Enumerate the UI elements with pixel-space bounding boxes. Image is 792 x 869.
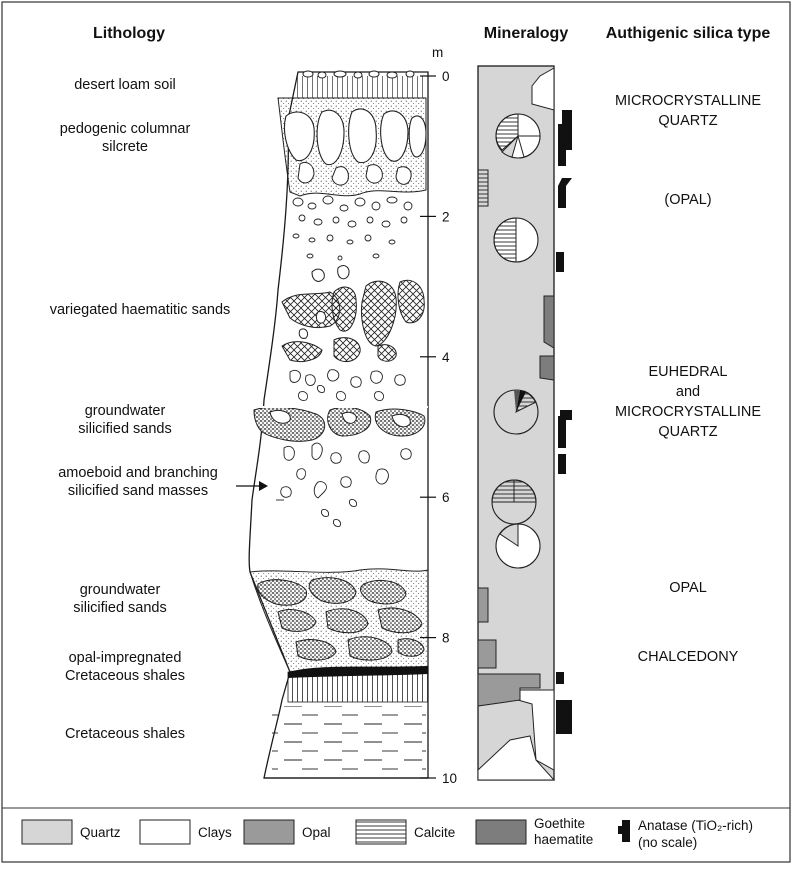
lithology-label-line: variegated haematitic sands (50, 302, 231, 318)
depth-tick-label: 2 (442, 209, 450, 224)
silica-type-label-line: EUHEDRAL (649, 364, 728, 380)
anatase-bars (556, 110, 572, 734)
lithology-label: Cretaceous shales (65, 726, 185, 742)
silica-type-label: MICROCRYSTALLINE QUARTZ (615, 93, 761, 129)
depth-unit-label: m (432, 45, 443, 60)
legend-label-line: (no scale) (638, 835, 697, 850)
lithology-label-line: groundwater (85, 403, 166, 419)
lithology-label-line: pedogenic columnar (60, 121, 191, 137)
columnar-silcrete-zone (278, 98, 426, 196)
legend-label-line: Clays (198, 825, 232, 840)
silica-type-label-line: MICROCRYSTALLINE (615, 404, 761, 420)
silica-type-label-line: (OPAL) (664, 192, 711, 208)
legend-swatch-opal (244, 820, 294, 844)
legend-item-quartz: Quartz (22, 820, 121, 844)
silica-type-label: CHALCEDONY (638, 649, 739, 665)
legend-label-line: Anatase (TiO₂-rich) (638, 818, 753, 833)
lithology-label-line: silcrete (102, 139, 148, 155)
lithology-label-line: opal-impregnated (69, 650, 182, 666)
legend-swatch-anatase (618, 820, 630, 842)
mineralogy-pie-2 (494, 218, 538, 262)
legend-item-calcite: Calcite (356, 820, 455, 844)
lithology-label-line: silicified sands (78, 421, 172, 437)
legend-label-line: haematite (534, 832, 593, 847)
upper-groundwater-silicified-sands (254, 406, 428, 441)
goethite-field-2 (540, 356, 554, 380)
depth-tick-label: 6 (442, 490, 450, 505)
silica-type-label-line: QUARTZ (658, 424, 717, 440)
lithology-labels: desert loam soil pedogenic columnar silcre… (50, 77, 231, 742)
mineralogy-pie-4 (492, 480, 536, 524)
lithology-label-line: silicified sands (73, 600, 167, 616)
legend-label: Calcite (414, 825, 455, 840)
silica-type-label-line: OPAL (669, 580, 707, 596)
legend-label-line: Quartz (80, 825, 121, 840)
legend-label: Opal (302, 825, 331, 840)
silica-type-label: OPAL (669, 580, 707, 596)
lithology-label-line: Cretaceous shales (65, 668, 185, 684)
lithology-label: pedogenic columnar silcrete (60, 121, 191, 155)
opal-impregnated-shales-zone (288, 666, 428, 702)
legend-label-line: Opal (302, 825, 331, 840)
lithology-column (249, 71, 428, 778)
lithology-label: groundwater silicified sands (78, 403, 172, 437)
mineralogy-column (478, 66, 554, 780)
lithology-label: variegated haematitic sands (50, 302, 231, 318)
lithology-label: desert loam soil (74, 77, 176, 93)
depth-tick-label: 4 (442, 350, 450, 365)
legend-swatch-calcite (356, 820, 406, 844)
silica-type-header: Authigenic silica type (606, 25, 771, 42)
lithology-label-line: silicified sand masses (68, 483, 208, 499)
legend-item-opal: Opal (244, 820, 331, 844)
opal-field-2 (478, 640, 496, 668)
lower-groundwater-silicified-sands (250, 569, 428, 674)
legend-label: Clays (198, 825, 232, 840)
cretaceous-shales-zone (272, 706, 426, 776)
depth-tick-label: 8 (442, 631, 450, 646)
silica-type-label-line: QUARTZ (658, 113, 717, 129)
legend-item-clays: Clays (140, 820, 232, 844)
legend-label-line: Goethite (534, 816, 585, 831)
mineralogy-pie-1 (496, 114, 540, 158)
lithology-label-line: amoeboid and branching (58, 465, 218, 481)
mineralogy-pie-3 (494, 390, 538, 434)
legend-label-line: Calcite (414, 825, 455, 840)
legend-swatch-goethite (476, 820, 526, 844)
lithology-label-line: Cretaceous shales (65, 726, 185, 742)
legend-label: Quartz (80, 825, 121, 840)
lithology-label: groundwater silicified sands (73, 582, 167, 616)
lithology-header: Lithology (93, 25, 165, 42)
opal-field-1 (478, 588, 488, 622)
mineralogy-header: Mineralogy (484, 25, 569, 42)
legend-swatch-quartz (22, 820, 72, 844)
lithology-label: amoeboid and branching silicified sand ma… (58, 465, 218, 499)
legend-label: Anatase (TiO₂-rich) (no scale) (638, 818, 753, 850)
legend-swatch-clays (140, 820, 190, 844)
silica-type-label-line: CHALCEDONY (638, 649, 739, 665)
mineralogy-pie-5 (496, 524, 540, 568)
goethite-field-1 (544, 296, 554, 348)
legend-item-anatase: Anatase (TiO₂-rich) (no scale) (618, 818, 753, 850)
lithology-label-line: groundwater (80, 582, 161, 598)
depth-tick-label: 10 (442, 771, 457, 786)
lithology-label-line: desert loam soil (74, 77, 176, 93)
depth-tick-label: 0 (442, 69, 450, 84)
silica-type-label: (OPAL) (664, 192, 711, 208)
silica-type-label-line: MICROCRYSTALLINE (615, 93, 761, 109)
silica-type-label-line: and (676, 384, 700, 400)
